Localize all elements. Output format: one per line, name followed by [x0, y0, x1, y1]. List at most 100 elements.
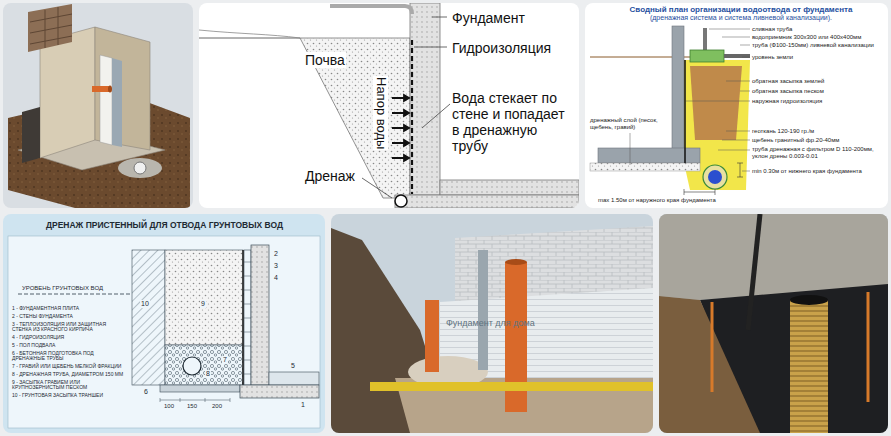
legend-item: 10 - ГРУНТОВАЯ ЗАСЫПКА ТРАНШЕИ [12, 393, 126, 399]
part-label: сливная труба [752, 26, 792, 33]
drainage-plan-drawing [585, 3, 888, 208]
drawing-shape [183, 357, 201, 375]
callout-number: 4 [273, 274, 279, 282]
drawing-shape [251, 245, 269, 385]
callout-number: 5 [290, 362, 296, 370]
drawing-shape [790, 300, 828, 433]
drawing-shape [132, 250, 165, 385]
drawing-shape [28, 4, 72, 52]
drawing-shape [630, 131, 750, 171]
trench-photo [331, 214, 653, 433]
part-label: щебень гранитный фр.20-40мм [752, 137, 839, 144]
drawing-shape [165, 345, 243, 385]
drawing-shape [684, 60, 686, 163]
panel-title: ДРЕНАЖ ПРИСТЕННЫЙ ДЛЯ ОТВОДА ГРУНТОВЫХ В… [12, 221, 317, 231]
panel-subtitle: (дренажная система и система ливневой ка… [598, 14, 884, 22]
drawing-shape [737, 163, 743, 177]
drawing-shape [630, 29, 750, 171]
legend-item: 3 - ТЕПЛОИЗОЛЯЦИЯ ИЛИ ЗАЩИТНАЯ СТЕНКА ИЗ… [12, 322, 126, 334]
drawing-shape [659, 296, 760, 433]
drawing-shape [112, 58, 122, 147]
legend-item: 9 - ЗАСЫПКА ГРАВИЕМ ИЛИ КРУПНОЗЕРНИСТЫМ … [12, 380, 126, 392]
drawing-shape [395, 195, 407, 207]
drawing-shape [404, 140, 409, 146]
drawing-shape [92, 86, 110, 92]
drawing-shape [478, 250, 488, 370]
callout-number: 7 [222, 356, 228, 364]
drawing-shape [269, 372, 319, 385]
drawing-shape [404, 125, 409, 131]
drawing-shape [392, 157, 404, 159]
drawing-shape [3, 214, 325, 433]
wall-drain-drawing [3, 214, 325, 433]
drawing-shape [395, 195, 579, 208]
drawing-shape [708, 170, 722, 184]
drawing-shape [590, 57, 750, 58]
drawing-shape [199, 3, 579, 208]
drawing-shape [686, 29, 750, 101]
drawing-shape [672, 26, 684, 163]
drawing-shape [404, 110, 409, 116]
callout-number: 8 [205, 370, 211, 378]
part-label: обратная засыпка землей [752, 78, 824, 85]
part-label: труба дренажная с фильтром D 110-200мм, … [752, 146, 882, 160]
legend-list: 1 - ФУНДАМЕНТНАЯ ПЛИТА 2 - СТЕНЫ ФУНДАМЕН… [12, 306, 126, 399]
drawing-shape [370, 382, 653, 391]
wall-section-drawing [199, 3, 579, 208]
part-label: дренажный слой (песок, щебень, гравий) [590, 117, 668, 131]
drawing-shape [712, 292, 868, 402]
drawing-shape [134, 162, 146, 174]
part-label: Дренаж [304, 168, 356, 184]
drawing-shape [690, 50, 724, 62]
legend-item: 7 - ГРАВИЙ ИЛИ ЩЕБЕНЬ МЕЛКОЙ ФРАКЦИИ [12, 364, 126, 370]
drawing-shape [724, 54, 750, 58]
drawing-shape [748, 214, 760, 330]
drawing-shape [240, 385, 319, 398]
cutaway-illustration [3, 3, 193, 208]
drawing-shape [585, 3, 888, 208]
level-label: УРОВЕНЬ ГРУНТОВЫХ ВОД [22, 285, 103, 292]
drawing-shape [22, 107, 40, 163]
drawing-shape [244, 250, 251, 385]
legend-item: 2 - СТЕНЫ ФУНДАМЕНТА [12, 314, 126, 320]
dimension-label: 100 [163, 403, 175, 410]
part-label: обратная засыпка песком [752, 88, 824, 95]
drawing-shape [160, 385, 240, 392]
part-label: Фундамент [452, 10, 525, 26]
legend-item: 5 - ПОЛ ПОДВАЛА [12, 343, 126, 349]
legend-item: 4 - ГИДРОИЗОЛЯЦИЯ [12, 335, 126, 341]
callout-number: 10 [140, 300, 150, 308]
drawing-shape [703, 165, 727, 189]
part-label: уровень земли [752, 54, 793, 61]
drawing-shape [160, 398, 230, 402]
drawing-shape [392, 97, 404, 99]
drawing-shape [659, 214, 888, 433]
drawing-shape [590, 163, 700, 171]
panel-title: Сводный план организации водоотвода от ф… [598, 5, 884, 14]
callout-number: 2 [273, 250, 279, 258]
part-label: наружная гидроизоляция [752, 98, 822, 105]
drawing-shape [165, 250, 243, 345]
legend-item: 8 - ДРЕНАЖНАЯ ТРУБА, ДИАМЕТРОМ 150 ММ [12, 372, 126, 378]
drawing-shape [392, 112, 404, 114]
drawing-shape [404, 95, 409, 101]
legend-item: 1 - ФУНДАМЕНТНАЯ ПЛИТА [12, 306, 126, 312]
drawing-shape [199, 38, 300, 39]
drawing-shape [331, 214, 653, 433]
drawing-shape [108, 86, 112, 93]
drawing-shape [425, 300, 439, 372]
callout-number: 6 [143, 388, 149, 396]
drawing-shape [392, 142, 404, 144]
drawing-shape [30, 7, 72, 48]
drawing-shape [392, 95, 409, 161]
drawing-shape [690, 66, 742, 140]
drawing-shape [330, 6, 412, 14]
dimension-label: 150 [186, 403, 198, 410]
dimension-note: min 0.30м от нижнего края фундамента [752, 168, 876, 175]
part-label: водоприемник 300x300 или 400х400мм [752, 34, 861, 41]
part-label: труба (Ф100-150мм) ливневой канализации [752, 42, 886, 49]
drawing-shape [410, 3, 440, 195]
drawing-shape [199, 30, 300, 38]
